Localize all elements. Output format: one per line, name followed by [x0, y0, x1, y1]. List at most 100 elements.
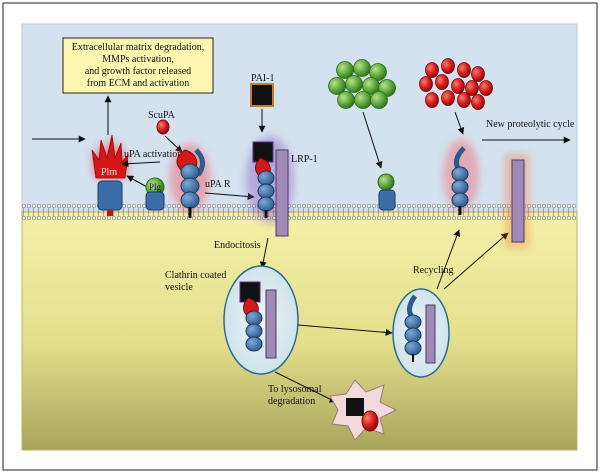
- lipid-head: [156, 215, 162, 221]
- lipid-tail: [232, 207, 235, 213]
- lipid-head: [316, 215, 322, 221]
- lipid-tail: [432, 207, 435, 213]
- lipid-head: [291, 203, 297, 209]
- lipid-head: [561, 203, 567, 209]
- lipid-head: [151, 215, 157, 221]
- clathrin-label-2: vesicle: [165, 282, 193, 293]
- lipid-tail: [232, 211, 235, 217]
- lipid-tail: [177, 211, 180, 217]
- lipid-head: [206, 215, 212, 221]
- lipid-head: [406, 215, 412, 221]
- lipid-head: [201, 203, 207, 209]
- lipid-tail: [367, 207, 370, 213]
- lipid-head: [31, 203, 37, 209]
- lipid-tail: [252, 211, 255, 217]
- lipid-head: [396, 215, 402, 221]
- lipid-tail: [302, 207, 305, 213]
- lipid-tail: [67, 207, 70, 213]
- lipid-head: [356, 203, 362, 209]
- plg-molecule-ball: [354, 91, 372, 109]
- lipid-tail: [407, 211, 410, 217]
- lipid-tail: [162, 211, 165, 217]
- lipid-tail: [332, 207, 335, 213]
- lipid-tail: [552, 211, 555, 217]
- lipid-tail: [477, 211, 480, 217]
- lipid-tail: [452, 207, 455, 213]
- lipid-head: [246, 215, 252, 221]
- lipid-head: [336, 203, 342, 209]
- lipid-tail: [37, 211, 40, 217]
- lipid-tail: [497, 211, 500, 217]
- lipid-tail: [572, 211, 575, 217]
- lipid-tail: [27, 211, 30, 217]
- lipid-tail: [552, 207, 555, 213]
- recycling-label: Recycling: [413, 265, 454, 276]
- lipid-head: [166, 215, 172, 221]
- lipid-tail: [472, 207, 475, 213]
- lrp1-label: LRP-1: [291, 154, 318, 165]
- lipid-head: [211, 215, 217, 221]
- lipid-head: [86, 203, 92, 209]
- lipid-tail: [317, 207, 320, 213]
- lipid-tail: [437, 207, 440, 213]
- scupa-molecule-ball: [441, 90, 455, 106]
- lipid-head: [391, 215, 397, 221]
- clathrin-label-1: Clathrin coated: [165, 270, 226, 281]
- lipid-tail: [442, 207, 445, 213]
- lipid-head: [426, 215, 432, 221]
- lipid-tail: [472, 211, 475, 217]
- lipid-head: [81, 203, 87, 209]
- lipid-tail: [342, 211, 345, 217]
- lipid-head: [361, 215, 367, 221]
- lipid-head: [411, 215, 417, 221]
- lipid-head: [426, 203, 432, 209]
- lipid-tail: [337, 207, 340, 213]
- endocitosis-arrow: [259, 237, 269, 269]
- lipid-head: [411, 203, 417, 209]
- lipid-tail: [417, 207, 420, 213]
- lipid-head: [336, 215, 342, 221]
- pai1-label: PAI-1: [251, 73, 275, 84]
- lipid-tail: [482, 207, 485, 213]
- lipid-tail: [102, 211, 105, 217]
- lipid-head: [241, 215, 247, 221]
- lipid-tail: [167, 207, 170, 213]
- recycled-upar: [443, 139, 479, 215]
- plg-molecule: Plg: [145, 177, 165, 211]
- lipid-head: [31, 215, 37, 221]
- plg-molecule-ball: [369, 63, 387, 81]
- lipid-tail: [247, 211, 250, 217]
- lipid-tail: [322, 207, 325, 213]
- scupa-molecule-ball: [471, 94, 485, 110]
- lipid-tail: [542, 207, 545, 213]
- lipid-tail: [52, 207, 55, 213]
- lipid-tail: [412, 207, 415, 213]
- lipid-tail: [332, 211, 335, 217]
- lipid-head: [446, 203, 452, 209]
- lipid-head: [441, 215, 447, 221]
- lipid-tail: [477, 207, 480, 213]
- lipid-tail: [292, 207, 295, 213]
- lipid-head: [541, 215, 547, 221]
- lipid-tail: [242, 207, 245, 213]
- lipid-head: [61, 203, 67, 209]
- lipid-head: [141, 215, 147, 221]
- lipid-head: [171, 203, 177, 209]
- lipid-tail: [42, 211, 45, 217]
- lipid-head: [326, 215, 332, 221]
- lipid-tail: [82, 211, 85, 217]
- lipid-head: [386, 215, 392, 221]
- lipid-head: [571, 203, 577, 209]
- lipid-tail: [217, 211, 220, 217]
- recycling-vesicle: [392, 288, 450, 378]
- lipid-tail: [177, 207, 180, 213]
- scupa-molecule-ball: [451, 78, 465, 94]
- lipid-tail: [72, 211, 75, 217]
- scupa-cluster-arrow: [454, 111, 465, 135]
- lipid-head: [211, 203, 217, 209]
- lipid-head: [231, 215, 237, 221]
- lipid-head: [71, 215, 77, 221]
- lipid-head: [416, 215, 422, 221]
- lipid-tail: [377, 211, 380, 217]
- lipid-head: [56, 215, 62, 221]
